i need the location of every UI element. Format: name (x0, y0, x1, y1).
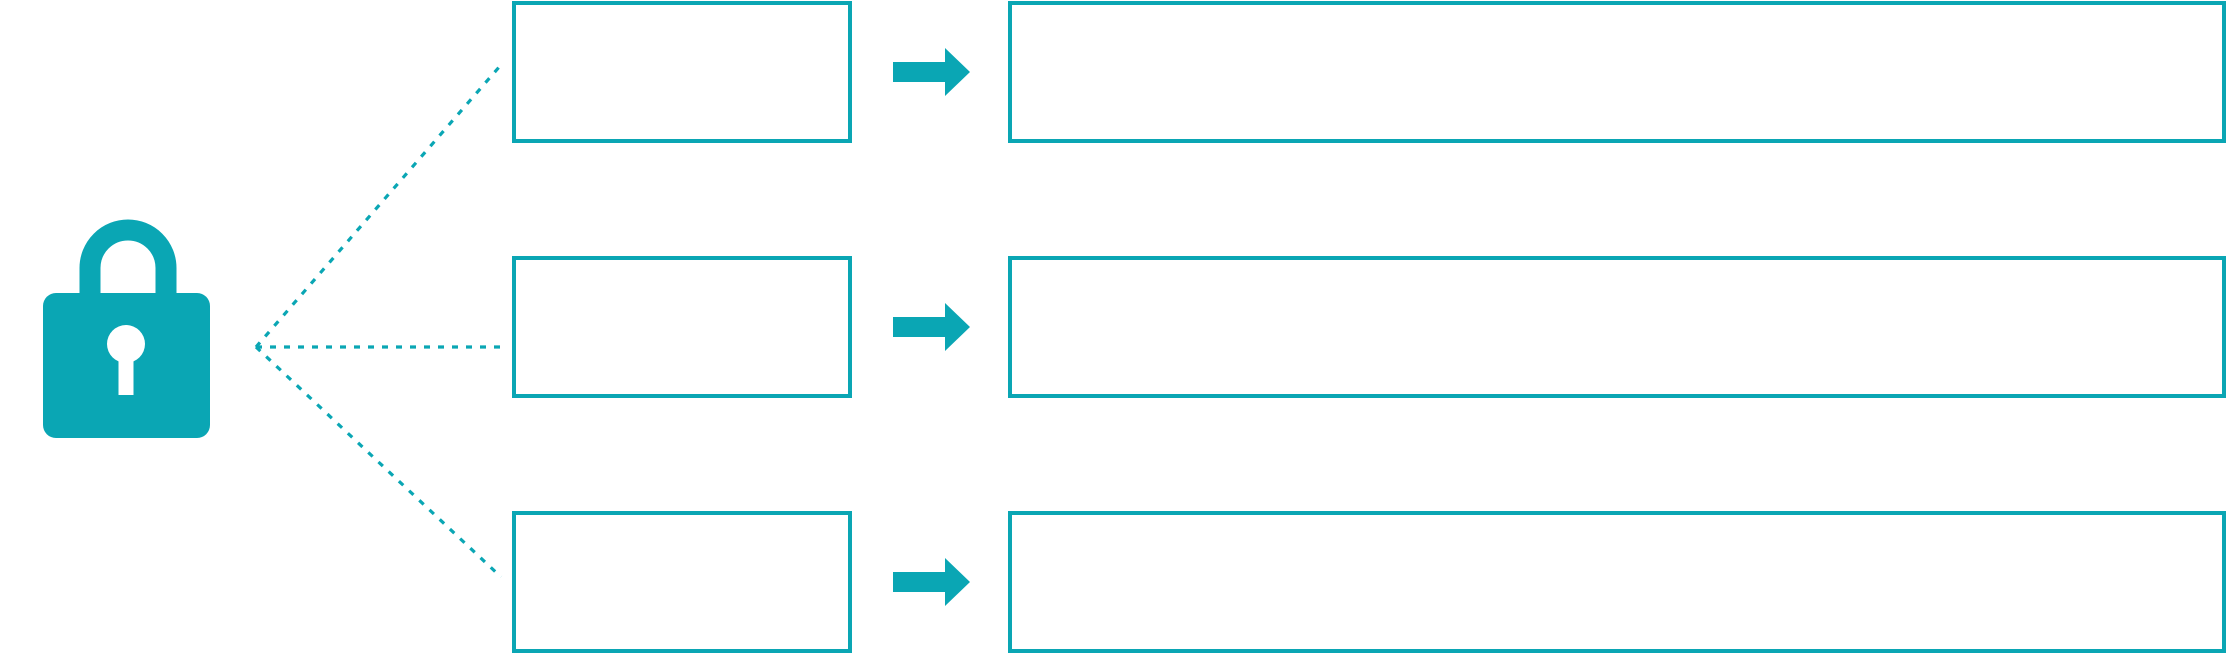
right-arrow-icon-3 (893, 558, 970, 606)
diagram-row-2 (0, 256, 2229, 398)
diagram-row-3 (0, 511, 2229, 653)
padlock-icon (43, 219, 210, 438)
detail-box-2[interactable] (1008, 256, 2226, 398)
branch-box-1[interactable] (512, 1, 852, 143)
connector-line-top (254, 64, 502, 349)
detail-box-1[interactable] (1008, 1, 2226, 143)
right-arrow-icon-2 (893, 303, 970, 351)
branch-box-2[interactable] (512, 256, 852, 398)
diagram-row-1 (0, 1, 2229, 143)
branch-box-3[interactable] (512, 511, 852, 653)
connector-lines (254, 64, 506, 579)
connector-line-bottom (254, 345, 503, 579)
detail-box-3[interactable] (1008, 511, 2226, 653)
right-arrow-icon-1 (893, 48, 970, 96)
